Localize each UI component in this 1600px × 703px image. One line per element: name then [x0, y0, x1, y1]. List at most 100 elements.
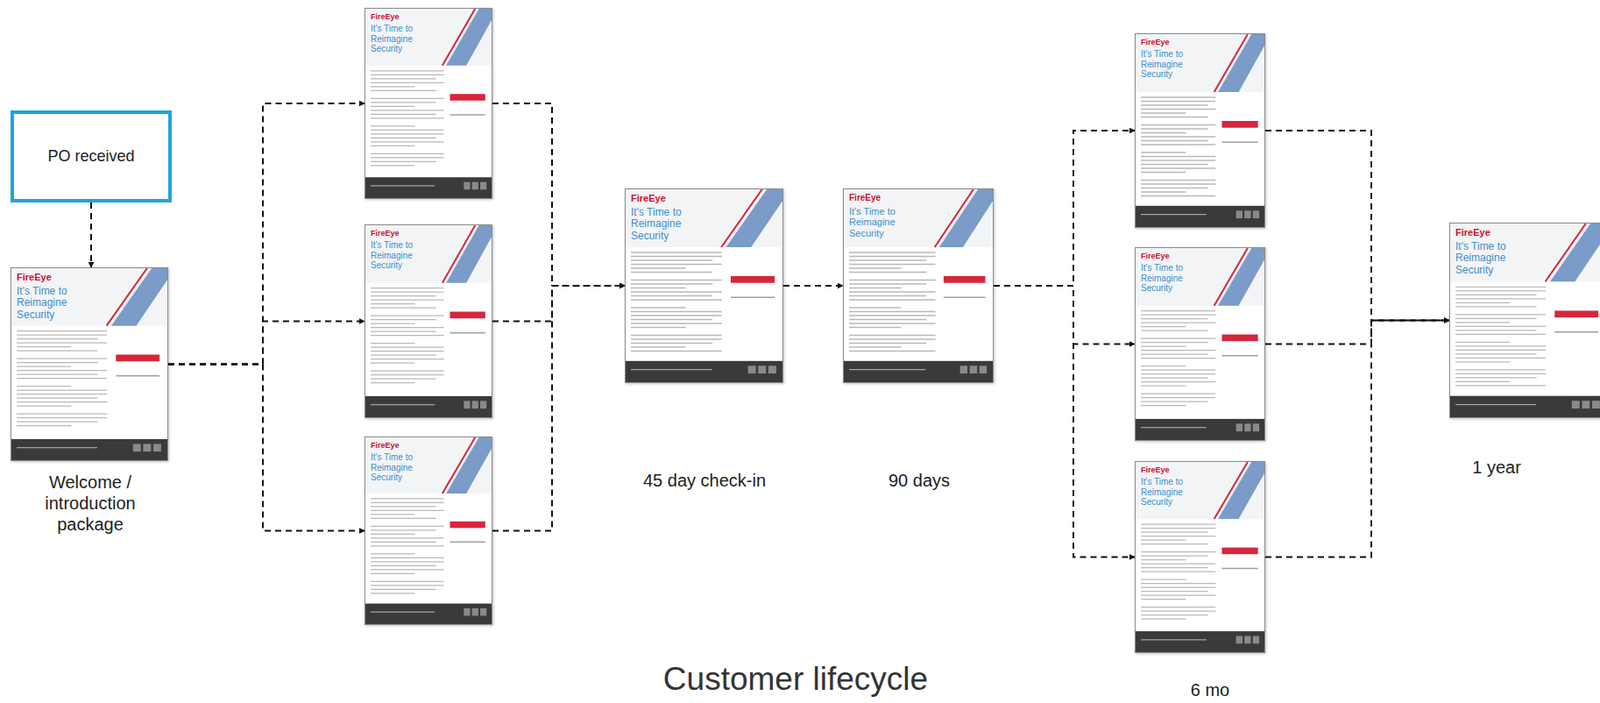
download-button: [1221, 547, 1258, 555]
footer-bar: [1450, 396, 1600, 418]
body-text-line: [849, 251, 936, 253]
dashed-connector: [492, 103, 625, 286]
social-icon: [1236, 210, 1243, 219]
footer-line: [1140, 638, 1207, 640]
body-text-line: [16, 358, 107, 360]
social-icon: [1253, 636, 1260, 645]
body-text-line: [630, 298, 723, 300]
body-text-line: [370, 588, 437, 590]
footer-bar: [365, 176, 492, 199]
body-text-line: [1455, 349, 1546, 351]
body-text-line: [16, 334, 107, 336]
body-text-line: [370, 113, 437, 115]
body-text-line: [849, 326, 902, 328]
brand-logo-text: FireEye: [370, 228, 439, 238]
body-text-line: [370, 525, 445, 527]
body-text-line: [1455, 341, 1510, 343]
body-text-line: [849, 350, 936, 352]
body-text-line: [1140, 535, 1216, 537]
body-text-line: [370, 331, 437, 333]
body-text-line: [849, 298, 936, 300]
body-text-line: [1140, 116, 1208, 118]
body-text-line: [370, 141, 445, 142]
body-text-line: [16, 330, 107, 332]
body-text-line: [1455, 381, 1510, 383]
email-thumbnail: FireEyeIt's Time to Reimagine Security: [1134, 247, 1266, 441]
body-text-line: [370, 106, 415, 107]
social-icon: [463, 608, 470, 616]
header-stripe: [446, 225, 492, 284]
header-stripe: [1217, 461, 1265, 519]
email-headline: It's Time to Reimagine Security: [370, 23, 439, 55]
social-icon: [472, 608, 479, 616]
body-text-line: [1455, 333, 1546, 335]
social-icon: [463, 182, 470, 191]
body-text-line: [370, 497, 445, 499]
download-button: [449, 311, 485, 319]
body-text-line: [16, 361, 99, 363]
body-text-line: [1140, 562, 1216, 564]
body-text-line: [1140, 401, 1208, 403]
brand-logo-text: FireEye: [370, 440, 439, 450]
social-icon: [1244, 636, 1251, 645]
body-text-line: [1455, 376, 1537, 378]
body-text-line: [1140, 365, 1186, 367]
email-headline: It's Time to Reimagine Security: [1140, 476, 1211, 508]
body-text-line: [370, 295, 437, 297]
body-text-line: [370, 557, 445, 559]
body-text-line: [1140, 538, 1186, 540]
body-text-line: [16, 342, 107, 344]
body-text-line: [370, 137, 437, 139]
social-icon: [153, 443, 162, 452]
body-text-line: [1140, 594, 1216, 595]
thumbnail-header: FireEyeIt's Time to Reimagine Security: [625, 189, 717, 243]
body-text-line: [1455, 290, 1546, 291]
body-text-line: [849, 283, 927, 284]
body-text-line: [1140, 112, 1186, 114]
dashed-connector: [168, 321, 365, 365]
body-text-line: [16, 338, 99, 340]
body-text-line: [370, 299, 445, 301]
body-text-line: [370, 307, 437, 309]
thumbnail-header: FireEyeIt's Time to Reimagine Security: [365, 8, 439, 55]
social-icon: [757, 365, 766, 374]
body-text-line: [1455, 297, 1546, 299]
body-text-line: [1455, 286, 1546, 288]
header-band: [1135, 247, 1265, 306]
brand-logo-text: FireEye: [1140, 465, 1211, 475]
header-stripe: [1217, 34, 1265, 93]
body-text-line: [370, 125, 415, 127]
thumbnail-header: FireEyeIt's Time to Reimagine Security: [1135, 34, 1211, 80]
body-text-line: [1140, 527, 1216, 529]
dashed-connector: [1265, 320, 1450, 345]
body-text-line: [16, 385, 71, 387]
body-text-line: [1140, 140, 1208, 142]
body-text-line: [1140, 570, 1216, 572]
social-icon: [1236, 636, 1243, 645]
body-text-line: [630, 334, 723, 336]
body-text-line: [370, 573, 415, 574]
body-text-line: [630, 318, 713, 320]
body-text-line: [370, 505, 437, 507]
body-text-line: [370, 370, 445, 372]
body-text-line: [370, 318, 437, 320]
body-text-line: [849, 318, 927, 320]
header-accent: [442, 8, 475, 66]
header-band: [625, 189, 783, 248]
body-text-line: [849, 295, 927, 297]
body-text-line: [1140, 314, 1216, 316]
stage-caption: 45 day check-in: [616, 469, 793, 491]
body-text-line: [370, 287, 445, 289]
social-icon: [480, 400, 487, 409]
body-text-line: [630, 338, 723, 340]
dashed-connector: [90, 202, 93, 268]
body-text-line: [1140, 322, 1216, 324]
body-text-line: [849, 279, 936, 281]
footer-line: [1140, 426, 1207, 428]
body-text-line: [849, 334, 936, 336]
body-text-line: [630, 259, 713, 261]
body-text-line: [370, 315, 445, 317]
body-text-line: [1140, 163, 1208, 165]
body-text-line: [1140, 310, 1216, 312]
